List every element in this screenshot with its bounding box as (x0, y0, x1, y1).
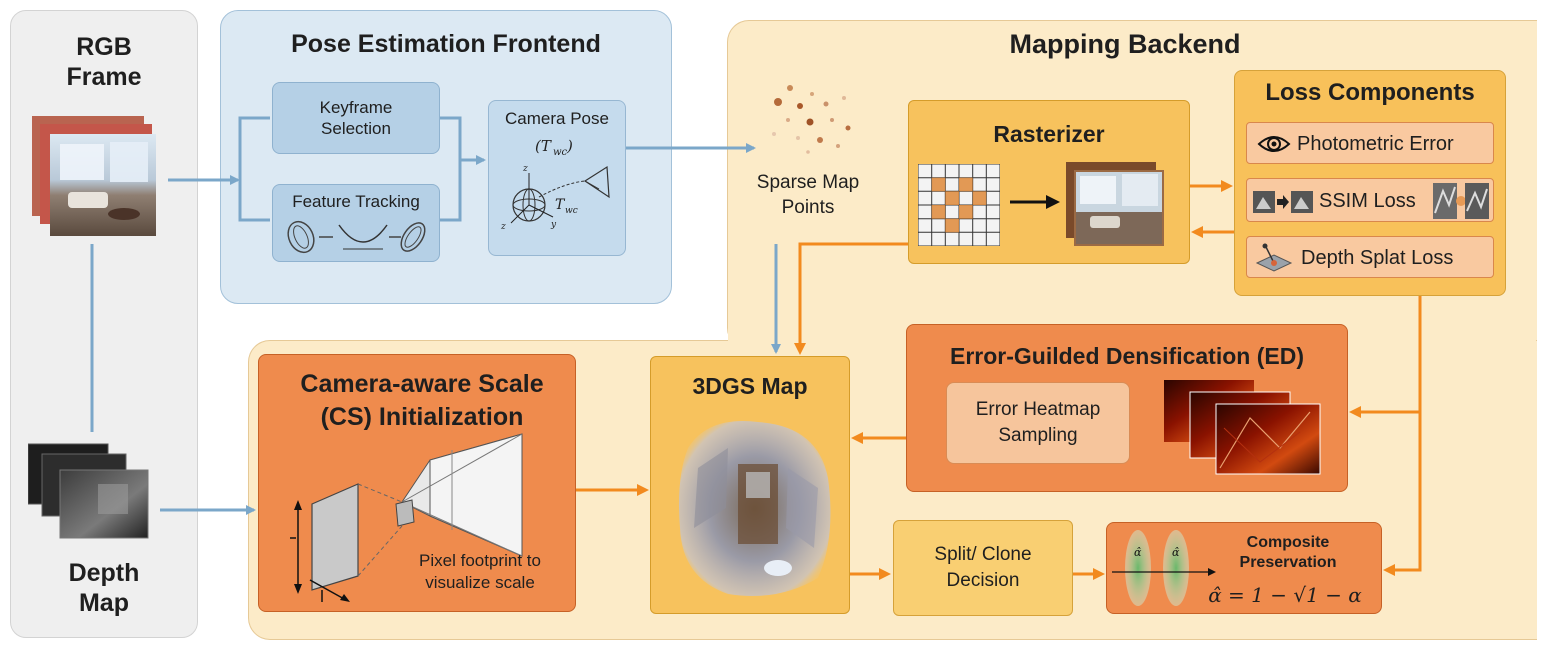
error-heatmap-stack (1164, 380, 1321, 475)
ed-sampling-box: Error Heatmap Sampling (946, 382, 1130, 464)
pose-frontend-title: Pose Estimation Frontend (291, 29, 601, 58)
svg-text:wc: wc (553, 147, 568, 158)
rasterizer-title: Rasterizer (993, 120, 1105, 147)
composite-formula: α̂ = 1 − √1 − α (1208, 583, 1362, 607)
svg-text:y: y (550, 220, 557, 230)
svg-text:α̂: α̂ (1134, 546, 1142, 559)
image-pair-icon (1253, 191, 1313, 213)
loss-item-ssim: SSIM Loss (1246, 178, 1494, 222)
rendered-image-icon (1066, 162, 1164, 246)
camera-pose-icon: (T wc ) z y z T wc (500, 137, 610, 232)
depth-map-stack (28, 443, 149, 539)
svg-text:z: z (522, 164, 528, 174)
split-clone-box: Split/ Clone Decision (893, 520, 1073, 616)
svg-text:α̂: α̂ (1172, 546, 1180, 559)
rgb-frame-label: RGB Frame (66, 33, 142, 91)
loss-label-photometric: Photometric Error (1297, 133, 1454, 155)
loss-item-photometric: Photometric Error (1246, 122, 1494, 164)
svg-text:T: T (555, 197, 566, 213)
ssim-texture-icon (1433, 183, 1489, 219)
arrow-feature-to-pose (440, 160, 462, 222)
eye-icon (1257, 136, 1291, 152)
camera-pose-label: Camera Pose (505, 109, 609, 128)
loss-item-depth-splat: Depth Splat Loss (1246, 236, 1494, 278)
svg-text:z: z (500, 222, 506, 232)
gaussian-ellipses-icon: α̂ α̂ (1112, 530, 1216, 606)
keyframe-selection-box: Keyframe Selection (272, 82, 440, 154)
arrow-branch-feature (238, 180, 270, 222)
composite-title: Composite Preservation (1239, 534, 1337, 571)
composite-panel (1106, 522, 1382, 614)
cs-title: Camera-aware Scale (CS) Initialization (300, 370, 544, 431)
loss-label-depth-splat: Depth Splat Loss (1301, 247, 1454, 269)
splat-icon (1255, 243, 1293, 272)
camera-pose-box: Camera Pose (T wc ) z y z T wc (488, 100, 626, 256)
feature-tracking-label: Feature Tracking (292, 192, 420, 211)
rgb-frame-stack (32, 116, 156, 236)
feature-tracking-box: Feature Tracking (272, 184, 440, 262)
ed-title: Error-Guilded Densification (ED) (950, 342, 1304, 369)
svg-text:wc: wc (565, 206, 578, 216)
arrow-loss-down (1383, 296, 1422, 576)
rasterizer-grid-icon (918, 164, 1000, 246)
backend-title: Mapping Backend (1009, 28, 1241, 59)
arrow-raster-to-map (794, 242, 908, 355)
frustum-icon (290, 433, 523, 602)
svg-text:): ) (566, 137, 573, 155)
svg-text:(T: (T (535, 137, 552, 155)
arrow-right-icon (1010, 195, 1060, 209)
cs-caption: Pixel footprint to visualize scale (419, 550, 541, 592)
loss-components-title: Loss Components (1265, 79, 1475, 106)
loss-label-ssim: SSIM Loss (1319, 190, 1416, 212)
arrow-keyframe-to-pose (440, 116, 486, 165)
arrow-branch-keyframe (238, 116, 270, 180)
sparse-map-label: Sparse Map Points (756, 172, 860, 218)
tracking-curve-icon (287, 220, 426, 254)
depth-map-label: Depth Map (68, 559, 140, 617)
sparse-points-icon (772, 85, 851, 154)
map-title: 3DGS Map (692, 372, 808, 399)
gaussian-map-render (679, 421, 831, 596)
